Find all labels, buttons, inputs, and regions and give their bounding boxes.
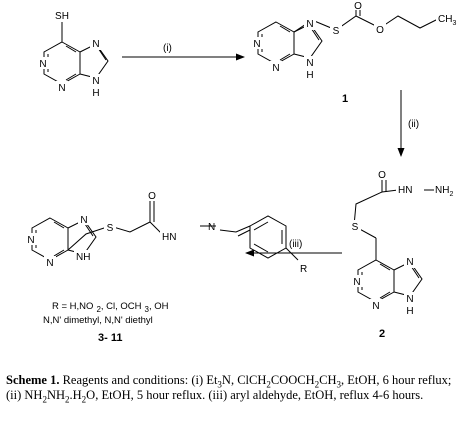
compound-3-11-label: 3- 11 bbox=[98, 332, 122, 344]
caption-text: .H bbox=[69, 388, 82, 402]
step-iii-label: (iii) bbox=[289, 239, 302, 250]
atom-sh: SH bbox=[55, 11, 69, 22]
atom-n: N bbox=[27, 235, 34, 246]
atom-nh2: NH2 bbox=[435, 185, 453, 198]
atom-o: O bbox=[378, 170, 386, 181]
atom-h: H bbox=[406, 306, 413, 317]
compound-2-label: 2 bbox=[379, 328, 385, 340]
atom-n: N bbox=[92, 76, 99, 87]
atom-n: N bbox=[306, 58, 313, 69]
atom-o: O bbox=[354, 1, 362, 12]
scheme-caption: Scheme 1. Reagents and conditions: (i) E… bbox=[6, 373, 468, 405]
atom-n: N bbox=[353, 277, 360, 288]
atom-n: N bbox=[372, 301, 379, 312]
atom-h: H bbox=[92, 88, 99, 99]
caption-text: N, ClCH bbox=[221, 373, 267, 387]
caption-subscript: 2 bbox=[314, 379, 320, 390]
compound-1-structure: N N N N H S O O CH3 bbox=[251, 0, 466, 81]
caption-text: Reagents and conditions: (i) Et bbox=[59, 373, 218, 387]
caption-subscript: 3 bbox=[336, 379, 342, 390]
caption-subscript: 2 bbox=[266, 379, 271, 390]
atom-s: S bbox=[333, 26, 340, 37]
atom-s: S bbox=[107, 223, 114, 234]
substituent-r: R bbox=[300, 264, 307, 275]
atom-h: H bbox=[306, 70, 313, 81]
caption-title: Scheme 1. bbox=[6, 373, 60, 387]
caption-text: NH bbox=[46, 388, 66, 402]
caption-text: COOCH bbox=[270, 373, 315, 387]
atom-n: N bbox=[208, 222, 215, 233]
atom-n: N bbox=[58, 83, 65, 94]
atom-n: N bbox=[39, 59, 46, 70]
atom-hn: HN bbox=[162, 232, 176, 243]
compound-2-structure: S O HN NH2 N N N N H bbox=[349, 170, 453, 317]
reaction-scheme: SH N N N N H (i) N N N N H S O bbox=[25, 0, 466, 344]
atom-n: N bbox=[272, 63, 279, 74]
atom-n: N bbox=[80, 215, 87, 226]
atom-n: N bbox=[92, 39, 99, 50]
atom-n: N bbox=[406, 257, 413, 268]
caption-subscript: 2 bbox=[42, 394, 47, 405]
caption-subscript: 3 bbox=[217, 379, 222, 390]
atom-o: O bbox=[148, 191, 156, 202]
caption-subscript: 2 bbox=[65, 394, 70, 405]
caption-text: , EtOH, 6 hour reflux; (ii) NH bbox=[6, 373, 452, 402]
r-substituent-note-line2: N,N' dimethyl, N,N' diethyl bbox=[43, 315, 153, 326]
compound-1-label: 1 bbox=[342, 93, 348, 105]
caption-text: CH bbox=[319, 373, 337, 387]
atom-ester-o: O bbox=[376, 25, 384, 36]
atom-ch3: CH3 bbox=[438, 14, 456, 27]
atom-s: S bbox=[352, 222, 359, 233]
compound-3-11-structure: N N N NH S O HN N R bbox=[25, 190, 307, 275]
atom-n: N bbox=[406, 294, 413, 305]
caption-subscript: 2 bbox=[81, 394, 87, 405]
atom-nh: NH bbox=[76, 252, 90, 263]
atom-n: N bbox=[306, 19, 313, 30]
caption-text: O, EtOH, 5 hour reflux. (iii) aryl aldeh… bbox=[86, 388, 424, 402]
mercaptopurine-structure: SH N N N N H bbox=[37, 10, 109, 99]
atom-hn: HN bbox=[398, 185, 412, 196]
atom-n: N bbox=[46, 258, 53, 269]
step-ii-label: (ii) bbox=[408, 119, 419, 130]
atom-n: N bbox=[253, 39, 260, 50]
step-i-label: (i) bbox=[163, 43, 172, 54]
